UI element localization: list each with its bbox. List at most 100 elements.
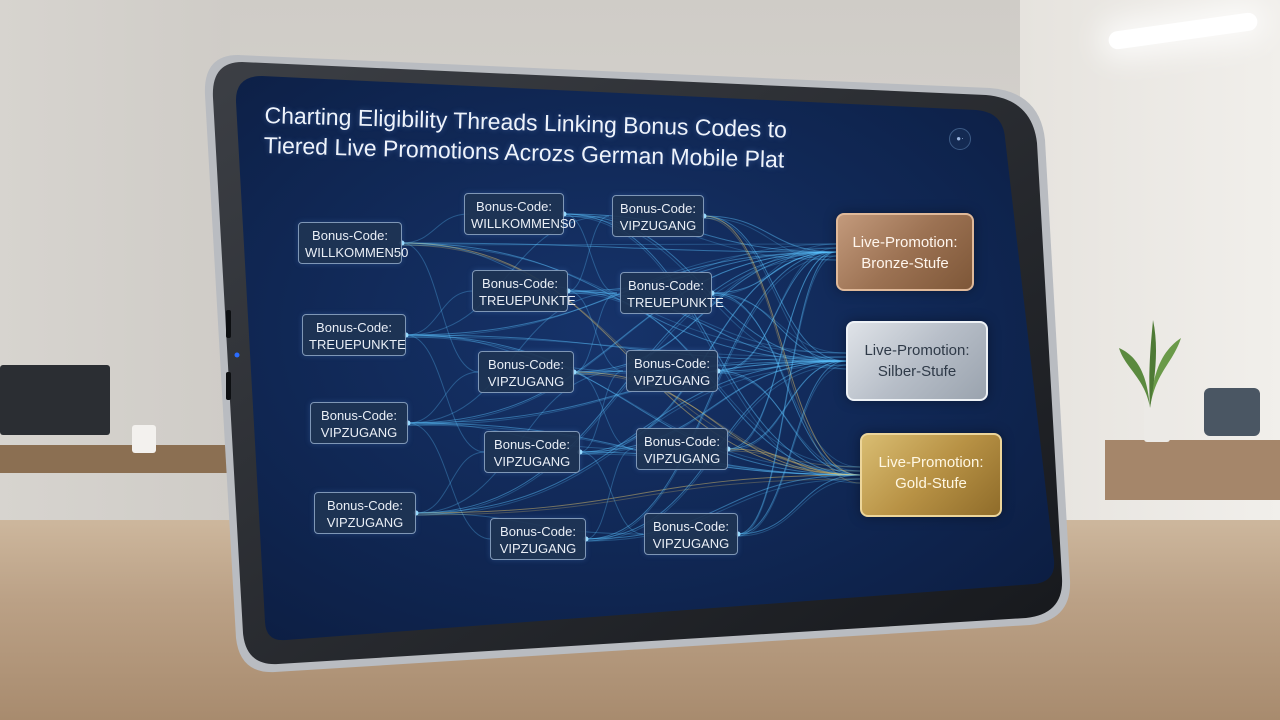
eligibility-thread	[737, 478, 861, 537]
eligibility-thread	[407, 360, 847, 424]
eligibility-thread	[401, 213, 470, 244]
bonus-code-value: VIPZUGANG	[499, 541, 577, 556]
eligibility-thread	[407, 422, 492, 540]
bonus-code-prefix: Bonus-Code:	[500, 524, 576, 539]
eligibility-thread	[703, 217, 837, 261]
bonus-code-value: VIPZUGANG	[493, 454, 571, 469]
bonus-code-node: Bonus-Code: VIPZUGANG	[636, 428, 728, 470]
eligibility-thread	[407, 422, 861, 476]
eligibility-thread	[727, 448, 861, 476]
bonus-code-prefix: Bonus-Code:	[476, 199, 552, 214]
eligibility-thread	[579, 360, 847, 455]
bonus-code-value: VIPZUGANG	[320, 425, 398, 440]
eligibility-thread	[711, 292, 861, 476]
bonus-code-node: Bonus-Code: VIPZUGANG	[626, 350, 718, 392]
eligibility-thread	[703, 215, 847, 362]
tier-label: Live-Promotion:	[878, 454, 984, 471]
eligibility-thread	[711, 292, 847, 362]
tier-name: Gold-Stufe	[895, 475, 967, 492]
bonus-code-prefix: Bonus-Code:	[316, 320, 392, 335]
eligibility-thread	[405, 336, 847, 358]
bonus-code-prefix: Bonus-Code:	[312, 228, 388, 243]
bonus-code-node: Bonus-Code: VIPZUGANG	[644, 513, 738, 555]
eligibility-thread	[727, 360, 847, 452]
bonus-code-prefix: Bonus-Code:	[634, 356, 710, 371]
eligibility-thread	[711, 243, 837, 296]
eligibility-thread	[415, 478, 861, 516]
eligibility-thread	[703, 215, 837, 253]
background-desk-left	[0, 445, 230, 473]
eligibility-thread	[585, 255, 837, 542]
bonus-code-node: Bonus-Code: VIPZUGANG	[314, 492, 416, 534]
eligibility-thread	[563, 215, 837, 261]
eligibility-thread	[401, 242, 837, 253]
bonus-code-value: WILLKOMMENS0	[471, 216, 576, 231]
eligibility-thread	[737, 474, 861, 535]
eligibility-thread	[573, 292, 618, 373]
bonus-code-prefix: Bonus-Code:	[327, 498, 403, 513]
plant-icon	[1119, 320, 1181, 408]
bonus-code-prefix: Bonus-Code:	[488, 357, 564, 372]
eligibility-thread	[405, 290, 474, 336]
eligibility-thread	[401, 242, 480, 373]
bonus-code-node: Bonus-Code: TREUEPUNKTE	[472, 270, 576, 312]
tier-gold-card: Live-Promotion: Gold-Stufe	[860, 433, 1002, 517]
eligibility-thread	[415, 474, 861, 514]
eligibility-thread	[401, 242, 618, 294]
bonus-code-node: Bonus-Code: WILLKOMMEN50	[298, 222, 408, 264]
eligibility-thread	[579, 370, 624, 453]
bonus-code-node: Bonus-Code: TREUEPUNKTE	[302, 314, 406, 356]
bonus-code-value: VIPZUGANG	[619, 218, 697, 233]
eligibility-thread	[711, 294, 861, 468]
bonus-code-prefix: Bonus-Code:	[494, 437, 570, 452]
eligibility-thread	[737, 255, 837, 537]
eligibility-thread	[717, 370, 861, 476]
eligibility-thread	[405, 334, 861, 476]
background-cup	[132, 425, 156, 453]
bonus-code-value: VIPZUGANG	[326, 515, 404, 530]
eligibility-thread	[567, 290, 847, 362]
eligibility-thread	[405, 334, 486, 453]
eligibility-thread	[415, 364, 847, 516]
eligibility-thread	[585, 474, 861, 540]
tier-name: Bronze-Stufe	[861, 255, 949, 272]
eligibility-thread	[563, 213, 618, 294]
bonus-code-prefix: Bonus-Code:	[620, 201, 696, 216]
eligibility-thread	[711, 251, 837, 294]
eligibility-thread	[703, 215, 861, 476]
bonus-code-node: Bonus-Code: VIPZUGANG	[484, 431, 580, 473]
bonus-code-value: TREUEPUNKTE	[479, 293, 576, 308]
eligibility-thread	[567, 290, 624, 372]
eligibility-thread	[727, 251, 837, 452]
bonus-code-value: TREUEPUNKTE	[627, 295, 724, 310]
bonus-code-prefix: Bonus-Code:	[644, 434, 720, 449]
bonus-code-node: Bonus-Code: TREUEPUNKTE	[620, 272, 724, 314]
eligibility-thread	[579, 360, 847, 453]
eligibility-thread	[401, 243, 837, 246]
tier-label: Live-Promotion:	[852, 234, 958, 251]
eligibility-thread	[567, 292, 847, 354]
bonus-code-prefix: Bonus-Code:	[482, 276, 558, 291]
eligibility-thread	[737, 364, 847, 537]
eligibility-thread	[407, 251, 837, 424]
eligibility-thread	[727, 360, 847, 450]
plant-pot	[1144, 400, 1170, 442]
background-desk-right	[1105, 440, 1280, 500]
eligibility-thread	[573, 371, 861, 476]
bonus-code-prefix: Bonus-Code:	[653, 519, 729, 534]
eligibility-thread	[573, 373, 861, 472]
eligibility-thread	[737, 360, 847, 535]
eligibility-thread	[727, 450, 861, 476]
eligibility-thread	[717, 360, 847, 372]
eligibility-thread	[407, 360, 847, 426]
eligibility-thread	[573, 371, 634, 450]
eligibility-thread	[585, 478, 861, 542]
eligibility-thread	[407, 251, 837, 426]
eligibility-thread	[567, 215, 610, 292]
bonus-code-value: VIPZUGANG	[633, 373, 711, 388]
menu-icon[interactable]: ●·	[949, 128, 971, 150]
tier-name: Silber-Stufe	[877, 363, 957, 380]
eligibility-thread	[585, 251, 837, 540]
tier-silver-card: Live-Promotion: Silber-Stufe	[846, 321, 988, 401]
